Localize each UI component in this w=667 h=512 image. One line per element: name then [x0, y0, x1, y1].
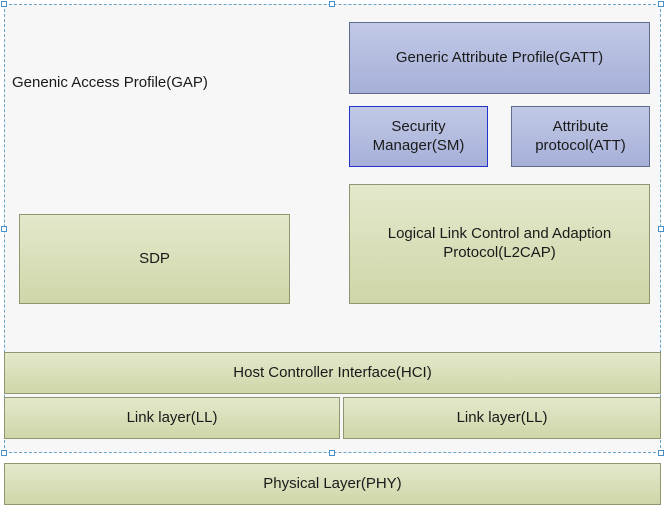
- hci-label: Host Controller Interface(HCI): [233, 363, 432, 381]
- gap-label: Genenic Access Profile(GAP): [12, 74, 208, 91]
- security-manager-label: Security Manager(SM): [372, 117, 465, 154]
- resize-handle-top-right[interactable]: [658, 1, 664, 7]
- sdp-box[interactable]: SDP: [19, 214, 290, 304]
- link-layer-left-label: Link layer(LL): [126, 408, 218, 426]
- security-manager-box[interactable]: Security Manager(SM): [349, 106, 488, 167]
- phy-box[interactable]: Physical Layer(PHY): [4, 463, 661, 505]
- l2cap-box[interactable]: Logical Link Control and Adaption Protoc…: [349, 184, 650, 304]
- resize-handle-bottom[interactable]: [329, 450, 335, 456]
- link-layer-right-box[interactable]: Link layer(LL): [343, 397, 661, 439]
- attribute-protocol-box[interactable]: Attribute protocol(ATT): [511, 106, 650, 167]
- attribute-protocol-label: Attribute protocol(ATT): [535, 117, 626, 154]
- gatt-label: Generic Attribute Profile(GATT): [395, 48, 604, 66]
- resize-handle-bottom-right[interactable]: [658, 450, 664, 456]
- resize-handle-right[interactable]: [658, 226, 664, 232]
- resize-handle-left[interactable]: [1, 226, 7, 232]
- gatt-box[interactable]: Generic Attribute Profile(GATT): [349, 22, 650, 94]
- phy-label: Physical Layer(PHY): [263, 474, 402, 492]
- resize-handle-top-left[interactable]: [1, 1, 7, 7]
- l2cap-label: Logical Link Control and Adaption Protoc…: [387, 225, 612, 261]
- resize-handle-top[interactable]: [329, 1, 335, 7]
- hci-box[interactable]: Host Controller Interface(HCI): [4, 352, 661, 394]
- link-layer-right-label: Link layer(LL): [456, 408, 548, 426]
- sdp-label: SDP: [139, 249, 170, 267]
- link-layer-left-box[interactable]: Link layer(LL): [4, 397, 340, 439]
- resize-handle-bottom-left[interactable]: [1, 450, 7, 456]
